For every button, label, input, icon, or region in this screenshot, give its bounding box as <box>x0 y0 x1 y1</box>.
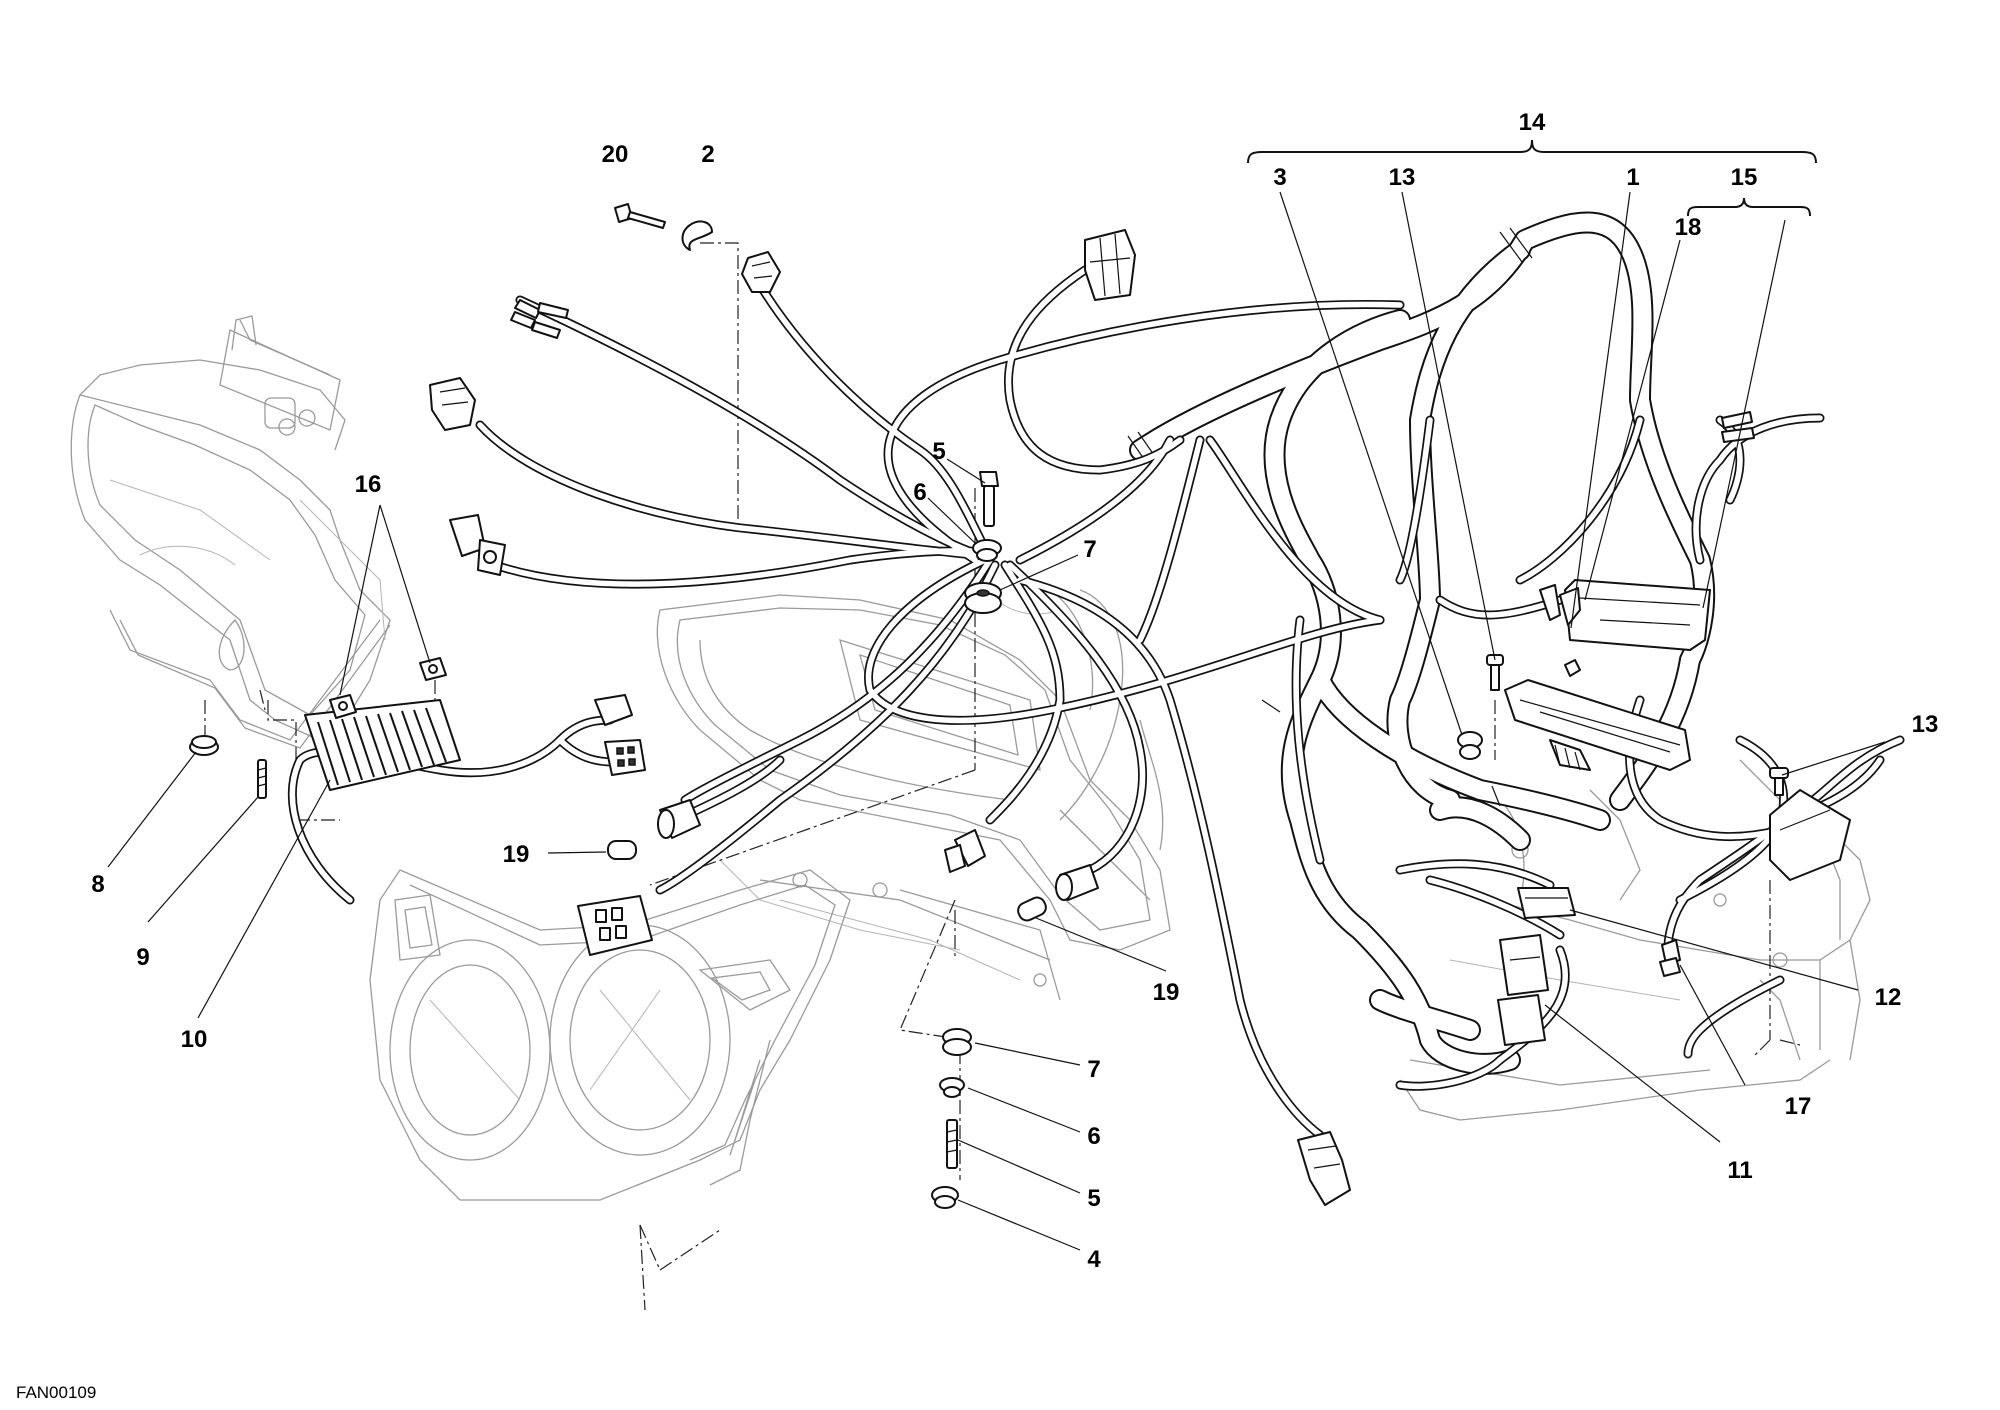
callout-11: 11 <box>1727 1157 1752 1184</box>
drawing-code: FAN00109 <box>16 1383 96 1402</box>
callout-8: 8 <box>91 871 104 898</box>
callout-2: 2 <box>701 141 714 168</box>
callout-10: 10 <box>181 1026 208 1053</box>
callout-labels: 20 2 16 8 9 10 19 19 5 6 7 7 6 5 4 14 3 … <box>91 109 1938 1273</box>
callout-13-right: 13 <box>1912 711 1939 738</box>
callout-5-bottom: 5 <box>1087 1185 1100 1212</box>
callout-12: 12 <box>1875 984 1902 1011</box>
leader-lines <box>107 139 1886 1251</box>
callout-6-top: 6 <box>913 479 926 506</box>
left-subframe-ghost <box>70 315 391 749</box>
control-unit <box>1457 579 1711 771</box>
callout-19b: 19 <box>1153 979 1180 1006</box>
callout-14: 14 <box>1519 109 1546 136</box>
fasteners <box>189 203 1002 1209</box>
callout-5-top: 5 <box>932 438 945 465</box>
callout-6-bottom: 6 <box>1087 1123 1100 1150</box>
callout-15: 15 <box>1731 164 1758 191</box>
callout-18: 18 <box>1675 214 1702 241</box>
callout-3: 3 <box>1273 164 1286 191</box>
wiring-harness <box>287 211 1905 1140</box>
callout-7-top: 7 <box>1083 536 1096 563</box>
callout-19a: 19 <box>503 841 530 868</box>
voltage-regulator <box>304 657 461 791</box>
callout-1: 1 <box>1626 164 1639 191</box>
callout-13-top: 13 <box>1389 164 1416 191</box>
callout-16: 16 <box>355 471 382 498</box>
callout-7-bottom: 7 <box>1087 1056 1100 1083</box>
callout-9: 9 <box>136 944 149 971</box>
callout-17: 17 <box>1785 1093 1812 1120</box>
callout-4: 4 <box>1087 1246 1101 1273</box>
callout-20: 20 <box>602 141 629 168</box>
connectors <box>429 229 1851 1206</box>
